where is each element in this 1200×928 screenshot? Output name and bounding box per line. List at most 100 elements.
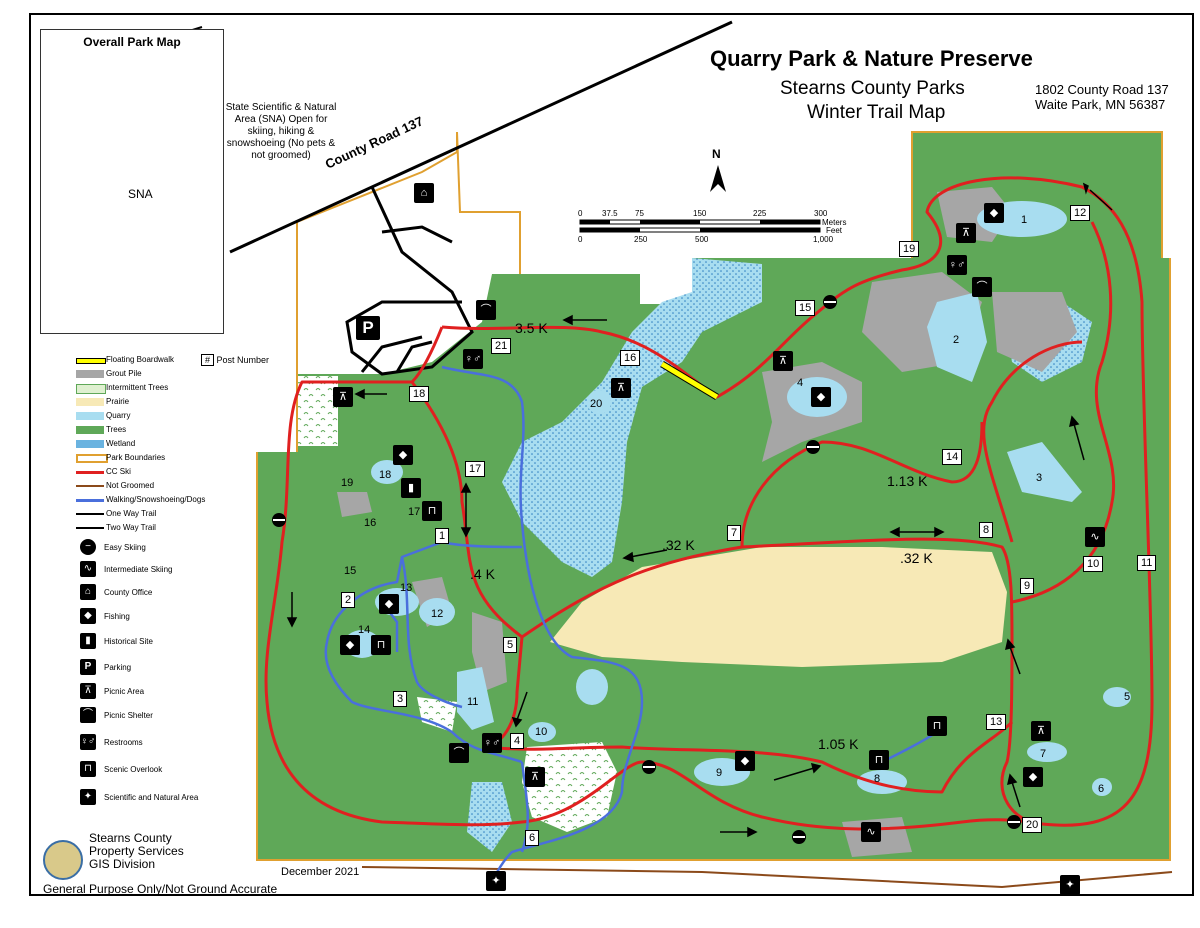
overall-park-map-inset: Overall Park Map SNA — [40, 29, 224, 334]
post-16: 16 — [620, 350, 641, 366]
picnic-shelter-icon: ⌒ — [80, 707, 96, 723]
post-11: 11 — [1137, 555, 1157, 571]
inset-sna-label: SNA — [128, 187, 153, 201]
agency-line-1: Stearns County — [89, 831, 172, 845]
easy-skiing-icon — [642, 760, 656, 774]
parking-icon: P — [80, 659, 96, 675]
post-7: 7 — [727, 525, 742, 541]
prairie-area — [550, 547, 1007, 667]
post-number-label: Post Number — [216, 355, 270, 365]
map-subtitle-agency: Stearns County Parks — [780, 78, 965, 99]
post-20: 20 — [1022, 817, 1043, 833]
post-number-symbol: # — [201, 354, 215, 366]
easy-skiing-icon — [823, 295, 837, 309]
scale-m-37: 37.5 — [602, 209, 618, 218]
map-title: Quarry Park & Nature Preserve — [710, 46, 1033, 71]
quarry-label-5: 5 — [1124, 691, 1131, 703]
inset-title: Overall Park Map — [83, 35, 181, 49]
intermediate-skiing-icon: ∿ — [861, 822, 881, 842]
quarry-label-3: 3 — [1036, 472, 1043, 484]
quarry-label-18: 18 — [379, 469, 392, 481]
picnic-shelter-icon: ⌒ — [476, 300, 496, 320]
scenic-overlook-icon: ⊓ — [422, 501, 442, 521]
sna-icon: ✦ — [1060, 875, 1080, 894]
distance-label-1-05k: 1.05 K — [818, 736, 859, 752]
distance-label-032k-east: .32 K — [900, 550, 933, 566]
parking-icon: P — [356, 316, 380, 340]
scale-feet-unit: Feet — [826, 226, 843, 235]
address-line-2: Waite Park, MN 56387 — [1035, 97, 1166, 112]
scenic-overlook-icon: ⊓ — [869, 750, 889, 770]
scale-ft-0: 0 — [578, 235, 583, 244]
map-frame: Quarry Park & Nature Preserve Stearns Co… — [29, 13, 1194, 896]
quarry-label-19: 19 — [341, 477, 354, 489]
quarry-label-10: 10 — [535, 726, 548, 738]
map-subtitle-season: Winter Trail Map — [807, 102, 946, 123]
quarry-label-14: 14 — [358, 624, 371, 636]
scenic-overlook-icon: ⊓ — [80, 761, 96, 777]
scenic-overlook-icon: ⊓ — [927, 716, 947, 736]
distance-label-3-5k: 3.5 K — [515, 320, 548, 336]
restrooms-icon: ♀♂ — [463, 349, 483, 369]
post-21: 21 — [491, 338, 512, 354]
intermittent-trees-area-sw — [417, 697, 457, 732]
disclaimer: General Purpose Only/Not Ground Accurate — [43, 882, 278, 896]
scale-ft-250: 250 — [634, 235, 648, 244]
post-9: 9 — [1020, 578, 1035, 594]
north-label: N — [712, 147, 721, 161]
scale-m-150: 150 — [693, 209, 707, 218]
county-office-icon: ⌂ — [80, 584, 96, 600]
post-6: 6 — [525, 830, 540, 846]
park-boundary — [256, 131, 1171, 861]
post-10: 10 — [1083, 556, 1104, 572]
picnic-area-icon: ⊼ — [1031, 721, 1051, 741]
map-date: December 2021 — [281, 866, 360, 878]
fishing-icon: ◆ — [80, 608, 96, 624]
scale-m-75: 75 — [635, 209, 644, 218]
post-2: 2 — [341, 592, 356, 608]
legend-post-number: # Post Number — [201, 354, 270, 366]
county-road-137 — [229, 20, 733, 254]
fishing-icon: ◆ — [1023, 767, 1043, 787]
picnic-area-icon: ⊼ — [611, 378, 631, 398]
easy-skiing-icon — [272, 513, 286, 527]
scale-ft-1000: 1,000 — [813, 235, 834, 244]
distance-label-1-13k: 1.13 K — [887, 473, 928, 489]
quarry-label-13: 13 — [400, 582, 413, 594]
quarry-label-15: 15 — [344, 565, 357, 577]
restrooms-icon: ♀♂ — [947, 255, 967, 275]
post-19: 19 — [899, 241, 920, 257]
post-13: 13 — [986, 714, 1007, 730]
trail-arrows — [286, 182, 1113, 838]
quarry-label-11: 11 — [467, 696, 479, 708]
post-3: 3 — [393, 691, 408, 707]
scale-bar — [579, 219, 821, 233]
fishing-icon: ◆ — [340, 635, 360, 655]
park-address: 1802 County Road 137 Waite Park, MN 5638… — [1035, 82, 1169, 112]
address-line-1: 1802 County Road 137 — [1035, 82, 1169, 97]
scale-meters-unit: Meters — [822, 218, 847, 227]
distance-label-0-4k: .4 K — [470, 566, 495, 582]
fishing-icon: ◆ — [811, 387, 831, 407]
north-arrow-icon — [710, 165, 726, 192]
picnic-area-icon: ⊼ — [773, 351, 793, 371]
intermediate-skiing-icon: ∿ — [80, 561, 96, 577]
post-17: 17 — [465, 461, 486, 477]
historical-site-icon: ▮ — [401, 478, 421, 498]
post-14: 14 — [942, 449, 963, 465]
quarry-label-4: 4 — [797, 377, 804, 389]
picnic-area-icon: ⊼ — [333, 387, 353, 407]
fishing-icon: ◆ — [393, 445, 413, 465]
restrooms-icon: ♀♂ — [482, 733, 502, 753]
post-5: 5 — [503, 637, 518, 653]
easy-skiing-icon: − — [80, 539, 96, 555]
historical-site-icon: ▮ — [80, 633, 96, 649]
easy-skiing-icon — [1007, 815, 1021, 829]
scenic-overlook-icon: ⊓ — [371, 635, 391, 655]
intermittent-trees-area — [522, 742, 617, 832]
scale-m-0: 0 — [578, 209, 583, 218]
cc-ski-trails — [264, 176, 1154, 831]
post-15: 15 — [795, 300, 816, 316]
post-12: 12 — [1070, 205, 1091, 221]
picnic-area-icon: ⊼ — [956, 223, 976, 243]
